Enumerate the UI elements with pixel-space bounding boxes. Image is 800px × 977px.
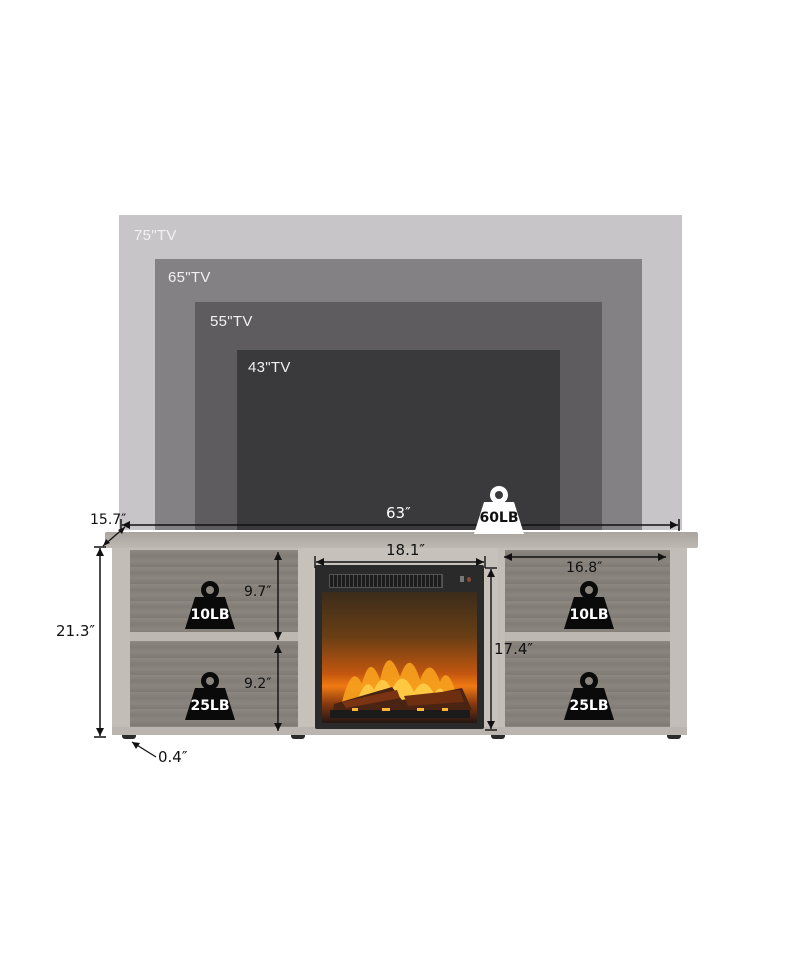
tv-65-label: 65"TV <box>168 269 211 286</box>
shelf-width-dimension-line <box>504 553 666 561</box>
weight-left-lower: 25LB <box>183 669 237 721</box>
flame-icon <box>330 660 472 718</box>
stand-top-board <box>105 532 698 548</box>
fireplace-firebox <box>322 592 477 723</box>
fireplace-control-buttons <box>460 576 472 584</box>
leg-height-arrow <box>131 741 157 758</box>
weight-icon <box>564 672 614 720</box>
weight-icon <box>474 486 524 534</box>
lower-shelf-height-dimension-line <box>274 645 282 731</box>
lower-shelf-height-label: 9.2″ <box>244 676 272 692</box>
weight-left-lower-label: 25LB <box>190 698 230 714</box>
fireplace-width-label: 18.1″ <box>386 541 426 559</box>
weight-left-upper: 10LB <box>183 578 237 630</box>
weight-right-upper-label: 10LB <box>569 607 609 623</box>
width-label: 63″ <box>386 504 411 522</box>
upper-shelf-height-dimension-line <box>274 552 282 640</box>
leg-height-label: 0.4″ <box>158 748 188 766</box>
weight-icon <box>185 581 235 629</box>
fireplace-heater-vent <box>329 574 443 588</box>
height-dimension-line <box>94 546 106 738</box>
tv-75-label: 75"TV <box>134 227 177 244</box>
fireplace-height-dimension-line <box>485 567 497 731</box>
flame-button-icon <box>467 577 471 582</box>
depth-dimension-line <box>102 526 126 547</box>
upper-shelf-height-label: 9.7″ <box>244 584 272 600</box>
leg-right <box>667 735 681 739</box>
fireplace-width-dimension-line <box>314 556 486 568</box>
weight-right-lower: 25LB <box>562 669 616 721</box>
stand-bottom-board <box>112 727 687 735</box>
weight-top-60lb: 60LB <box>472 483 526 535</box>
weight-top-label: 60LB <box>479 510 519 526</box>
weight-right-upper: 10LB <box>562 578 616 630</box>
fireplace-insert <box>315 565 484 729</box>
tv-55-label: 55"TV <box>210 313 253 330</box>
width-dimension-line <box>120 519 680 531</box>
tv-43-label: 43"TV <box>248 359 291 376</box>
leg-center-left <box>291 735 305 739</box>
shelf-width-label: 16.8″ <box>566 560 603 576</box>
right-middle-shelf <box>505 632 670 641</box>
weight-right-lower-label: 25LB <box>569 698 609 714</box>
left-middle-shelf <box>130 632 298 641</box>
weight-icon <box>185 672 235 720</box>
depth-label: 15.7″ <box>90 512 127 528</box>
leg-center-right <box>491 735 505 739</box>
height-label: 21.3″ <box>56 622 96 640</box>
weight-icon <box>564 581 614 629</box>
leg-left <box>122 735 136 739</box>
fireplace-height-label: 17.4″ <box>494 640 534 658</box>
weight-left-upper-label: 10LB <box>190 607 230 623</box>
power-button-icon <box>460 576 464 582</box>
